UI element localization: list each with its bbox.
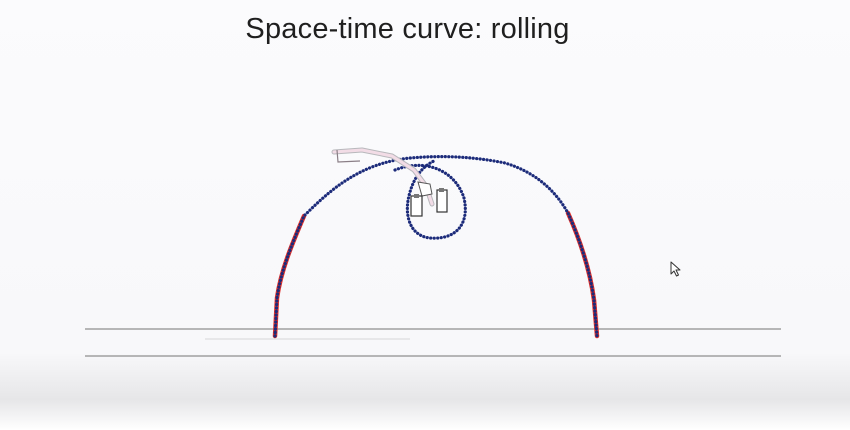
rolling-object-figure xyxy=(331,147,448,217)
slide-title: Space-time curve: rolling xyxy=(245,13,570,45)
space-time-curve-loop xyxy=(393,158,467,240)
mouse-pointer-icon xyxy=(670,261,681,277)
contact-segment-right xyxy=(565,210,600,339)
space-time-curve-arch xyxy=(273,155,599,338)
contact-segment-left xyxy=(272,213,307,339)
